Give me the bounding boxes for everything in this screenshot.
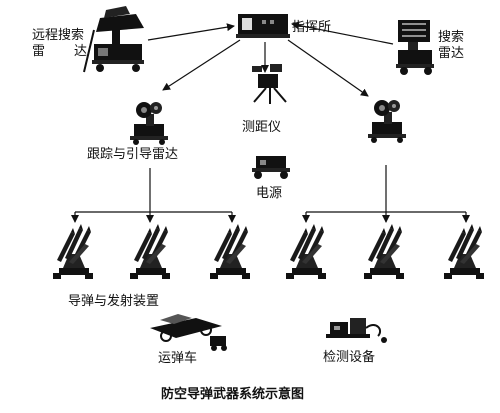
launcher-icon-1 [53,224,93,279]
label-long-range-radar-3: 达 [74,44,88,59]
edge-radar-to-launchers-right [302,165,470,223]
label-rangefinder: 测距仪 [242,120,282,135]
right-tracking-radar-icon [368,100,406,143]
power-supply-icon [252,156,290,179]
command-post-icon [236,14,290,38]
edge-search-to-command [291,21,394,45]
label-tracking-radar: 跟踪与引导雷达 [87,147,179,162]
label-long-range-radar-1: 远程搜索 [32,28,85,43]
search-radar-icon [396,20,434,75]
launcher-icon-5 [364,224,404,279]
label-command-post: 指挥所 [292,20,332,35]
test-equipment-icon [326,318,387,343]
launcher-icon-4 [286,224,326,279]
edge-tracking-to-launchers-left [71,168,236,223]
diagram-caption: 防空导弹武器系统示意图 [161,387,305,402]
launcher-icon-6 [444,224,484,279]
launcher-icon-3 [210,224,250,279]
launcher-icon-2 [130,224,170,279]
long-range-radar-icon [83,6,144,73]
edge-command-to-right-radar [287,39,369,97]
rangefinder-icon [252,64,287,104]
label-transport-vehicle: 运弹车 [158,351,198,366]
label-search-radar-2: 雷达 [438,46,465,61]
label-test-equipment: 检测设备 [323,350,376,365]
label-long-range-radar-2: 雷 [32,44,46,59]
label-launcher: 导弹与发射装置 [68,294,160,309]
tracking-radar-icon [130,102,168,145]
edge-command-to-tracking [162,39,241,91]
edge-long-range-to-command [147,23,235,41]
label-power-supply: 电源 [256,186,283,201]
label-search-radar-1: 搜索 [438,30,465,45]
transport-vehicle-icon [150,314,227,351]
